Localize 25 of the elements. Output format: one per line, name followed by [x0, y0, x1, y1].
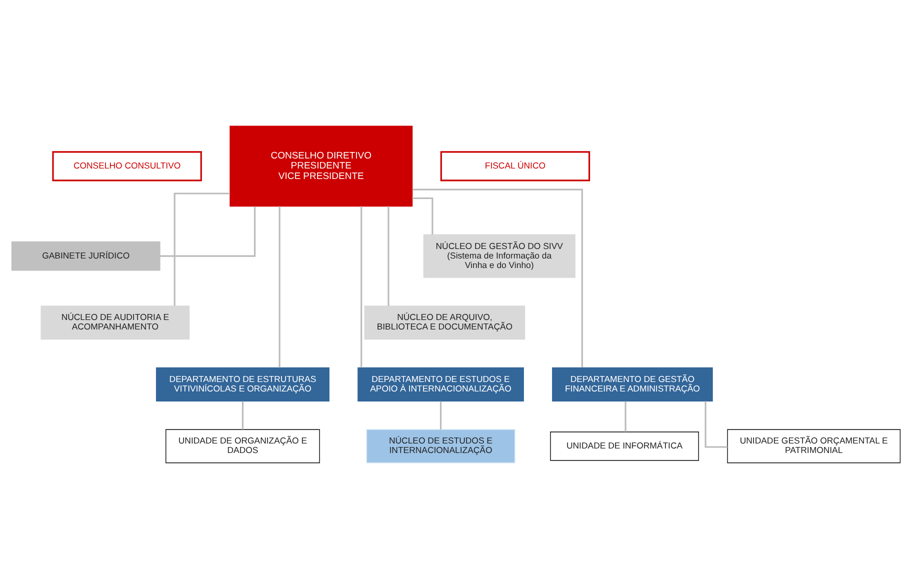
- node-box: DEPARTAMENTO DE GESTÃO FINANCEIRA E ADMINISTRAÇÃO: [552, 366, 713, 401]
- connector: [624, 400, 626, 432]
- node-box: NÚCLEO DE ARQUIVO, BIBLIOTECA E DOCUMENTAÇÃO: [364, 305, 526, 340]
- node-box: CONSELHO DIRETIVO PRESIDENTE VICE PRESIDENTE: [230, 125, 413, 206]
- connector: [412, 188, 583, 367]
- connector: [704, 400, 728, 448]
- node-box: NÚCLEO DE ESTUDOS E INTERNACIONALIZAÇÃO: [366, 428, 516, 463]
- connector: [388, 206, 390, 306]
- connector: [360, 206, 362, 368]
- node-box: UNIDADE DE INFORMÁTICA: [550, 431, 699, 460]
- connector: [242, 400, 244, 430]
- connector: [174, 192, 230, 306]
- node-box: DEPARTAMENTO DE ESTUDOS E APOIO À INTERNACIONALIZAÇÃO: [358, 366, 524, 401]
- connector: [412, 196, 434, 234]
- node-box: CONSELHO CONSULTIVO: [52, 150, 202, 181]
- connector: [278, 206, 280, 368]
- node-box: GABINETE JURÍDICO: [11, 240, 160, 270]
- node-box: NÚCLEO DE AUDITORIA E ACOMPANHAMENTO: [40, 305, 190, 340]
- node-box: UNIDADE GESTÃO ORÇAMENTAL E PATRIMONIAL: [727, 428, 901, 463]
- connector: [160, 206, 256, 256]
- node-box: FISCAL ÚNICO: [440, 150, 590, 181]
- connector: [440, 400, 442, 430]
- node-box: NÚCLEO DE GESTÃO DO SIVV (Sistema de Informação da Vinha e do Vinho): [423, 234, 576, 278]
- node-box: DEPARTAMENTO DE ESTRUTURAS VITIVINÍCOLAS E ORGANIZAÇÃO: [156, 366, 330, 401]
- node-box: UNIDADE DE ORGANIZAÇÃO E DADOS: [165, 428, 320, 463]
